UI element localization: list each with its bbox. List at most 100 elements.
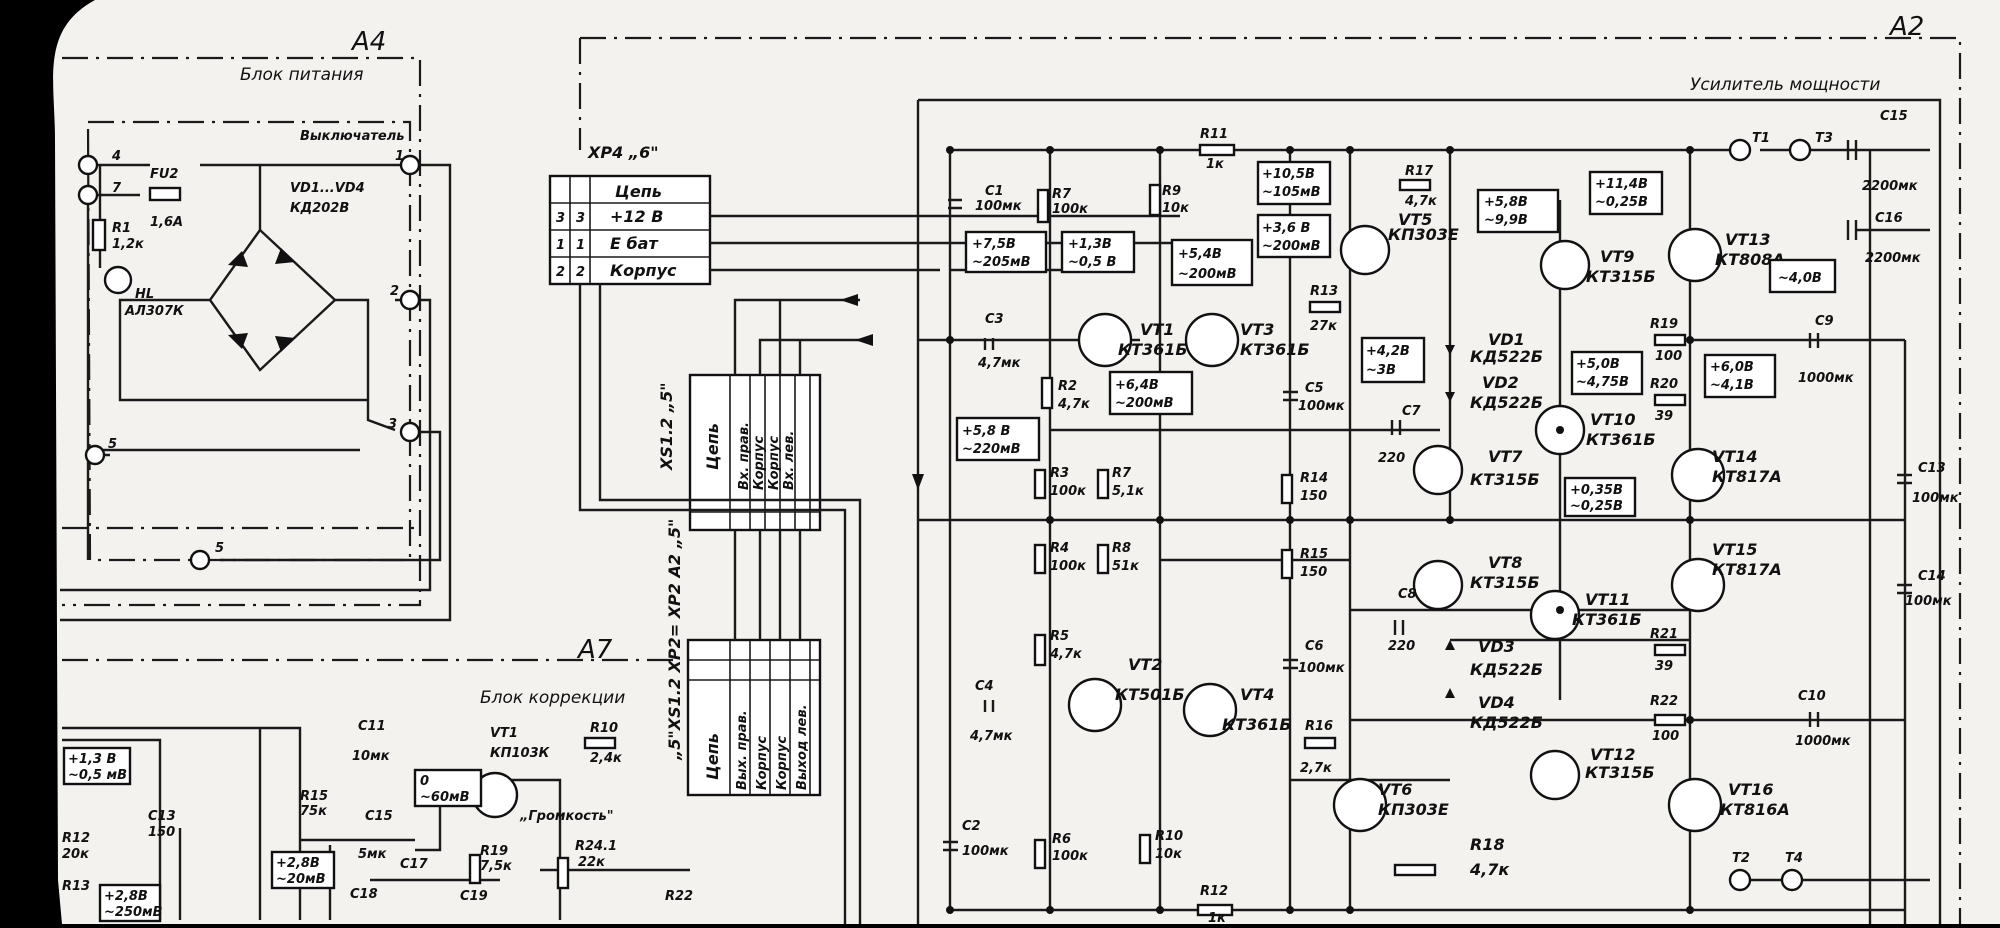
resistor-r12 — [1196, 903, 1234, 917]
svg-text:+11,4В: +11,4В — [1595, 177, 1648, 192]
svg-text:VD1: VD1 — [1488, 330, 1525, 349]
terminal-2 — [399, 289, 421, 311]
transistor-vt12 — [1529, 749, 1581, 801]
svg-text:150: 150 — [1300, 565, 1327, 580]
capacitor-c14 — [1897, 583, 1912, 595]
transistor-vt13 — [1667, 227, 1723, 283]
measurement-boxes: +7,5В~205мВ +1,3В~0,5 В +5,4В~200мВ +10,… — [955, 160, 1837, 518]
r1-label: R1 — [112, 221, 131, 236]
volume-label: „Громкость" — [519, 809, 614, 824]
svg-text:~0,25В: ~0,25В — [1595, 195, 1648, 210]
svg-text:C13: C13 — [1918, 461, 1946, 476]
measure-m5: +3,6 В~200мВ — [1256, 213, 1332, 259]
svg-text:C2: C2 — [962, 819, 981, 834]
a2-component-labels: R11 1к C1 100мк R7 100к R9 10к C3 4,7мк … — [962, 109, 1960, 926]
svg-text:VT8: VT8 — [1488, 553, 1522, 572]
svg-text:C4: C4 — [975, 679, 994, 694]
hl-value: АЛ307К — [124, 304, 185, 319]
block-a2: A2 Усилитель мощности — [578, 12, 1962, 926]
xs12-row-4: Вх. лев. — [782, 431, 797, 490]
pin-label-7: 7 — [112, 181, 122, 196]
a7-c18-label: C18 — [350, 887, 378, 902]
terminal-t1 — [1728, 138, 1752, 162]
resistor-r3 — [1033, 468, 1047, 500]
svg-text:3: 3 — [576, 211, 585, 226]
a4-title: Блок питания — [240, 65, 363, 85]
transistor-vt4 — [1182, 682, 1238, 738]
xs12b-title: „5"XS1.2 XP2= XP2 A2 „5" — [665, 519, 684, 761]
a7-r19-body — [468, 853, 482, 885]
xp4-row-3: Корпус — [610, 261, 677, 280]
xp4-title: XP4 „6" — [587, 143, 659, 162]
svg-text:VT4: VT4 — [1240, 685, 1274, 704]
transistor-vt1 — [1077, 312, 1133, 368]
svg-text:C7: C7 — [1402, 404, 1422, 419]
svg-text:КТ315Б: КТ315Б — [1470, 573, 1540, 592]
svg-text:КТ817А: КТ817А — [1712, 560, 1782, 579]
transistor-vt7 — [1412, 444, 1464, 496]
a7-vt1-label: VT1 — [490, 726, 518, 741]
resistor-r14 — [1280, 473, 1294, 505]
svg-text:4,7к: 4,7к — [1469, 860, 1510, 879]
a7-measure-1: +1,3 В ~0,5 мВ — [62, 746, 132, 786]
svg-text:VT3: VT3 — [1240, 320, 1274, 339]
transistor-vt15 — [1670, 557, 1726, 613]
capacitor-c3 — [983, 338, 995, 350]
fu2-value: 1,6А — [150, 215, 183, 230]
svg-text:~200мВ: ~200мВ — [1178, 267, 1237, 282]
resistor-r17 — [1398, 178, 1432, 192]
pin-label-4: 4 — [111, 149, 121, 164]
transistor-vt16 — [1667, 777, 1723, 833]
svg-text:100: 100 — [1652, 729, 1679, 744]
transistor-vt6 — [1332, 777, 1388, 833]
svg-text:VT7: VT7 — [1488, 447, 1523, 466]
resistor-r22 — [1653, 713, 1687, 727]
terminal-1 — [399, 154, 421, 176]
terminal-5a — [84, 444, 106, 466]
capacitor-c4 — [983, 700, 995, 712]
svg-text:R13: R13 — [1310, 284, 1338, 299]
svg-text:+0,35В: +0,35В — [1570, 483, 1623, 498]
svg-text:150: 150 — [1300, 489, 1327, 504]
a7-vt1-value: КП103К — [490, 746, 551, 761]
svg-text:КТ501Б: КТ501Б — [1115, 685, 1185, 704]
a7-c11-label: C11 — [358, 719, 386, 734]
a7-r10-label: R10 — [590, 721, 618, 736]
svg-text:100к: 100к — [1050, 484, 1087, 499]
svg-text:4,7мк: 4,7мк — [969, 729, 1014, 744]
a7-r12-label: R12 — [62, 831, 90, 846]
resistor-r8 — [1096, 543, 1110, 575]
svg-text:100к: 100к — [1052, 202, 1089, 217]
svg-text:100к: 100к — [1052, 849, 1089, 864]
resistor-r9 — [1148, 183, 1162, 217]
fu2-label: FU2 — [150, 167, 178, 182]
measure-m11: ~4,0В — [1768, 258, 1837, 294]
transistor-vt5 — [1339, 224, 1391, 276]
hl-label: HL — [135, 287, 154, 302]
terminal-5b — [189, 549, 211, 571]
capacitors — [943, 140, 1930, 852]
resistor-r2 — [1040, 376, 1054, 410]
svg-text:R5: R5 — [1050, 629, 1069, 644]
xp4-header: Цепь — [615, 182, 662, 201]
svg-text:39: 39 — [1655, 409, 1673, 424]
svg-text:R21: R21 — [1650, 627, 1678, 642]
a7-c11-value: 10мк — [352, 749, 391, 764]
xs12b-header: Цепь — [703, 733, 722, 780]
svg-text:R4: R4 — [1050, 541, 1069, 556]
connector-xp4: XP4 „6" Цепь 3 3 +12 В 1 1 Е бат 2 2 Кор… — [548, 143, 712, 286]
a7-r24-label: R24.1 — [575, 839, 617, 854]
vd14-value: КД202В — [290, 201, 349, 216]
terminal-t3 — [1788, 138, 1812, 162]
svg-text:VD2: VD2 — [1482, 373, 1519, 392]
svg-text:5,1к: 5,1к — [1112, 484, 1145, 499]
measure-m1: +7,5В~205мВ — [964, 230, 1048, 274]
a7-r24-value: 22к — [578, 855, 606, 870]
pin-label-3: 3 — [388, 417, 397, 432]
capacitor-c15 — [1846, 140, 1858, 160]
svg-text:27к: 27к — [1310, 319, 1338, 334]
svg-text:R10: R10 — [1155, 829, 1183, 844]
a7-r15-label: R15 — [300, 789, 328, 804]
resistor-r13 — [1308, 300, 1342, 314]
